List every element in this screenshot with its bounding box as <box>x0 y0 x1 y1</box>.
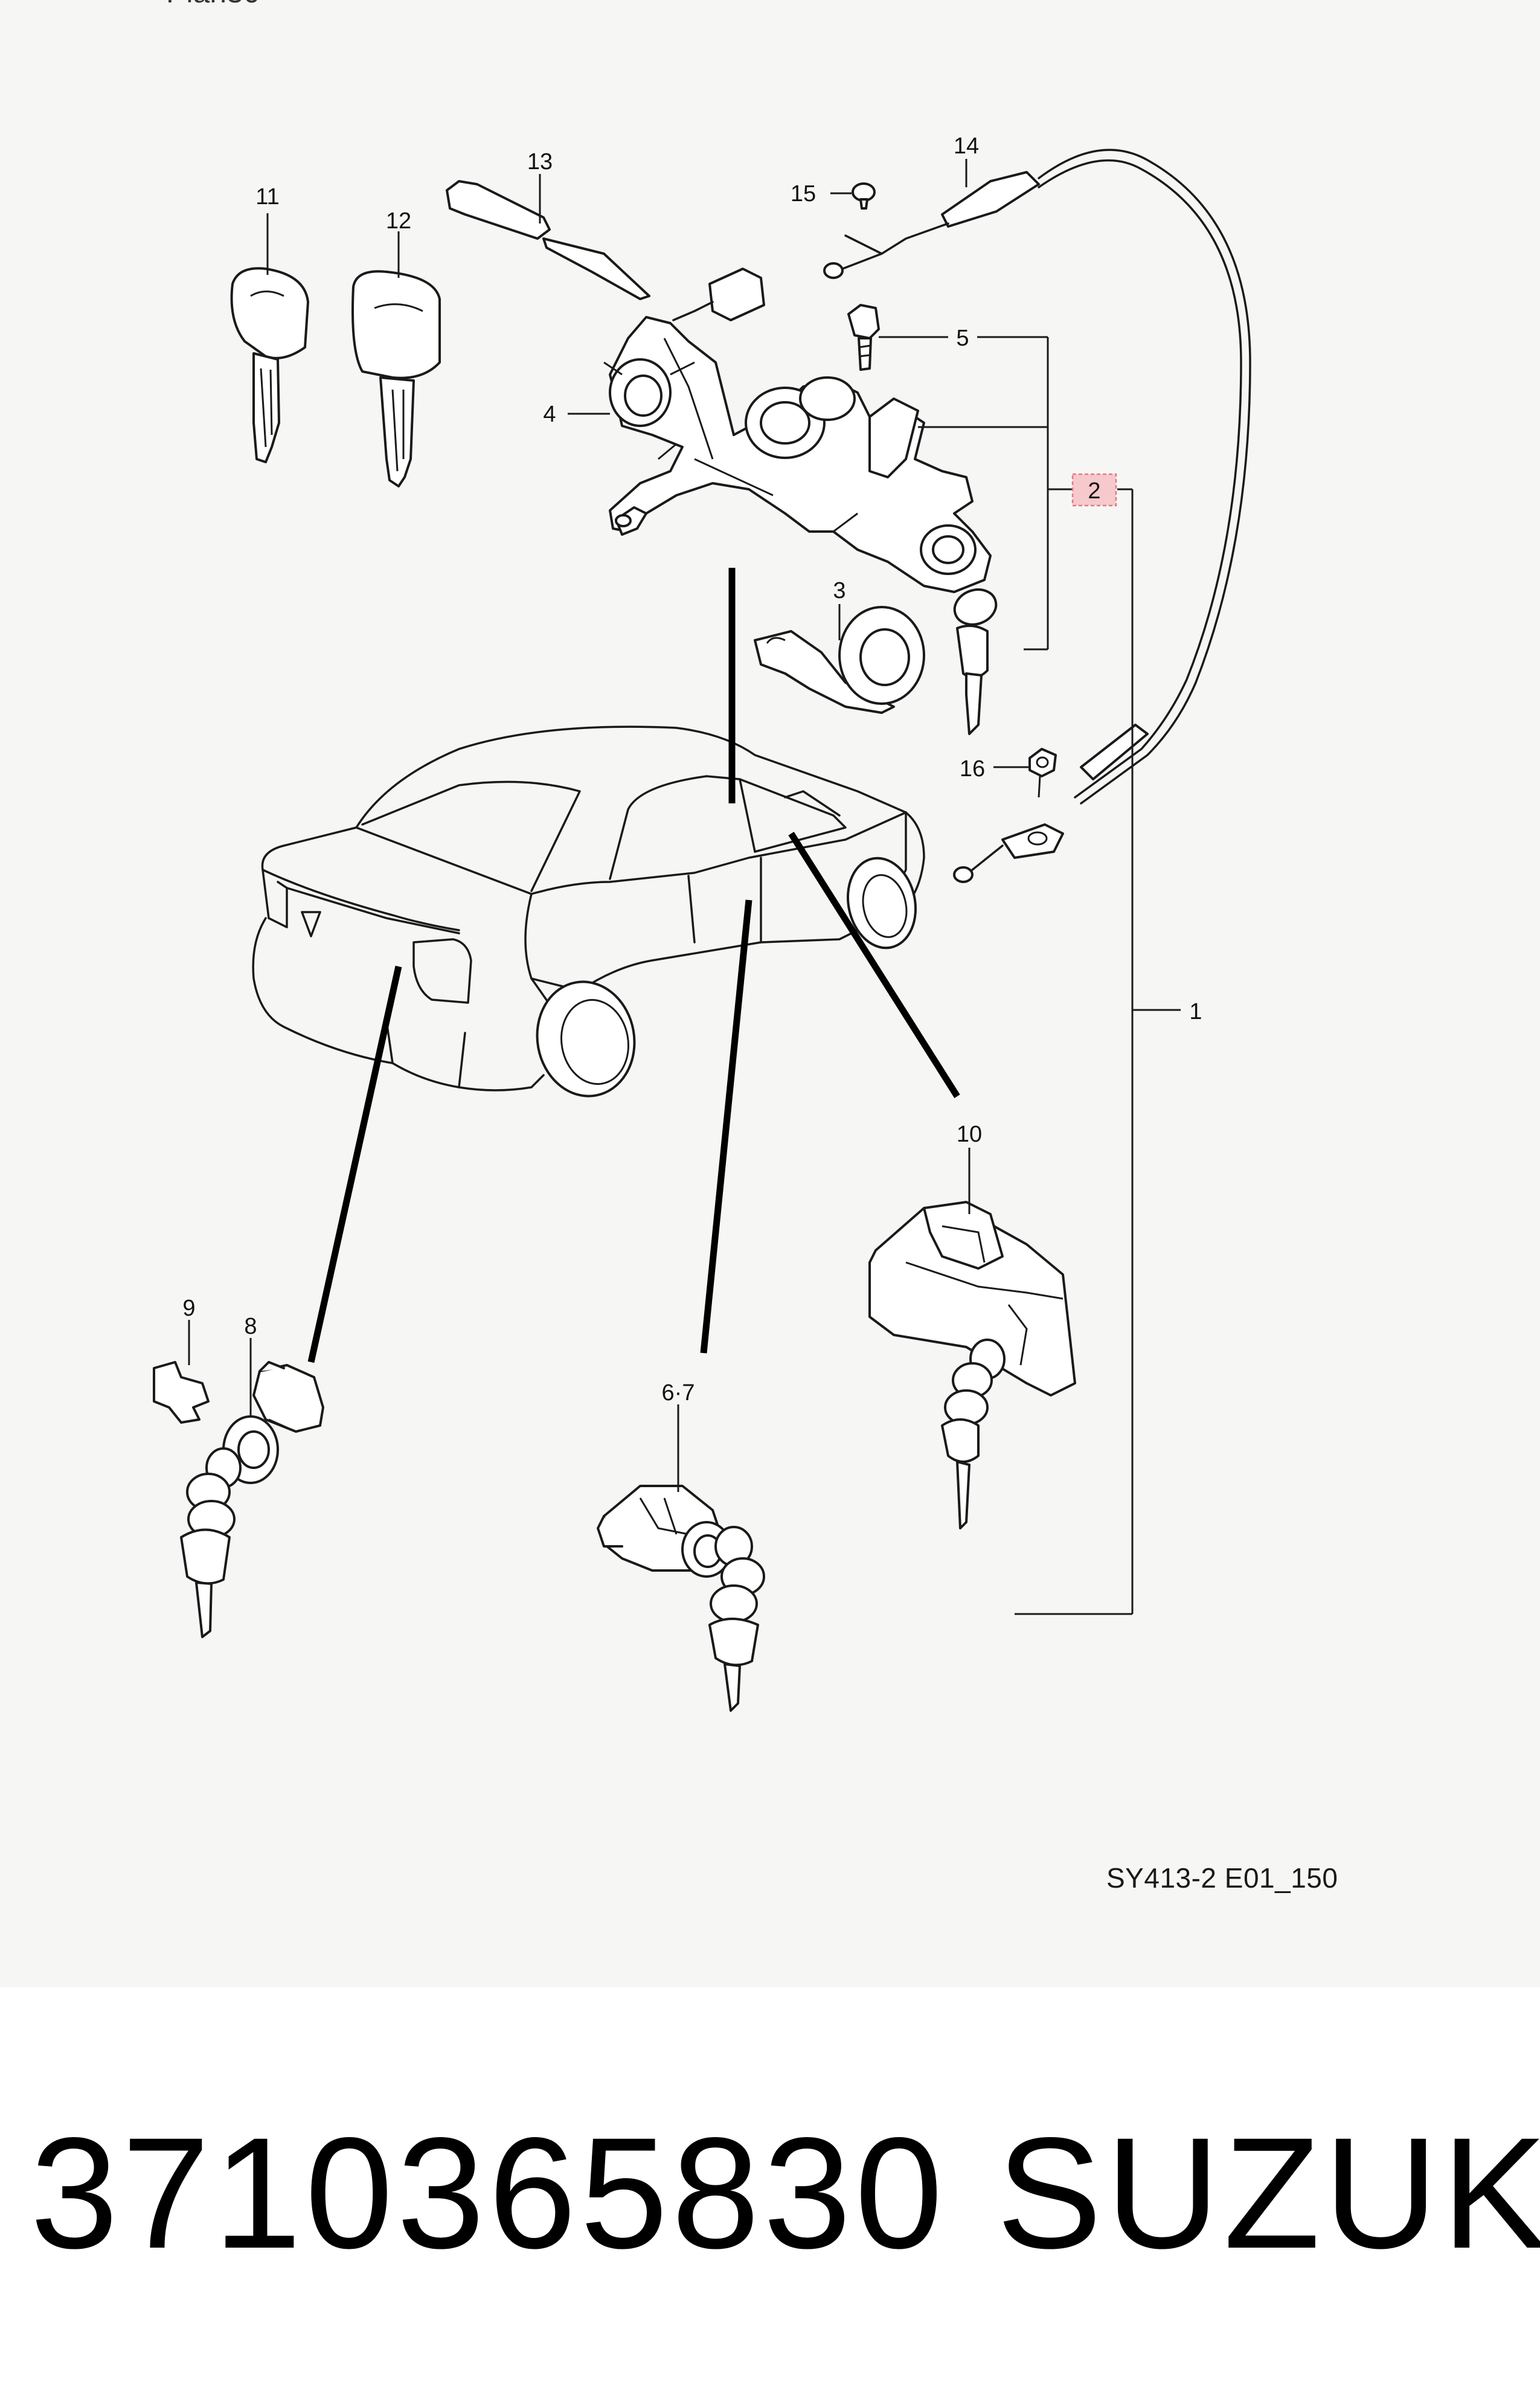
callout-11: 11 <box>255 184 279 210</box>
door-lock-cylinder-6-7[interactable] <box>597 1485 765 1712</box>
wire-connector <box>672 268 765 321</box>
leader-lines <box>188 159 1181 1615</box>
callout-9: 9 <box>182 1296 195 1321</box>
callout-4: 4 <box>543 402 556 427</box>
sedan-car-outline <box>252 725 925 1098</box>
nut-16[interactable] <box>1028 748 1057 798</box>
shear-bolt-5[interactable] <box>847 304 880 371</box>
harness-clip-13[interactable] <box>446 180 650 300</box>
callout-1: 1 <box>1189 999 1202 1024</box>
callout-13: 13 <box>527 149 553 175</box>
retainer-clip-9[interactable] <box>153 1361 210 1424</box>
trunk-lock-cylinder-8[interactable] <box>180 1361 324 1638</box>
part-banner <box>0 1987 1540 2392</box>
part-number: 3710365830 <box>30 2104 947 2281</box>
location-pointers <box>307 568 960 1363</box>
diagram-drawing: 11 12 13 14 15 5 4 2 3 16 1 10 9 8 6·7 <box>153 133 1251 1712</box>
callout-6-7: 6·7 <box>662 1380 695 1406</box>
cropped-header-text: Plan30 <box>166 0 260 10</box>
ignition-switch-4[interactable] <box>603 358 695 427</box>
glove-box-lock-10[interactable] <box>868 1201 1076 1529</box>
diagram-reference-code: SY413-2 E01_150 <box>1106 1862 1338 1894</box>
steering-lock-assembly-2[interactable] <box>609 316 1001 735</box>
callout-8: 8 <box>244 1314 257 1339</box>
immobilizer-coil-3[interactable] <box>754 606 925 714</box>
callout-2: 2 <box>1088 478 1100 504</box>
callout-5: 5 <box>956 326 969 351</box>
interlock-cable-14[interactable] <box>823 149 1251 883</box>
exploded-parts-diagram: Plan30 <box>153 0 1338 1894</box>
callout-3: 3 <box>833 578 845 603</box>
callout-10: 10 <box>957 1122 982 1147</box>
blank-key-12[interactable] <box>351 270 441 487</box>
callout-2-highlight[interactable] <box>1071 473 1117 507</box>
callout-14: 14 <box>954 133 979 159</box>
callout-12: 12 <box>386 208 411 234</box>
blank-key-11[interactable] <box>230 267 309 463</box>
callout-16: 16 <box>960 756 985 782</box>
screw-15[interactable] <box>852 182 876 210</box>
callout-15: 15 <box>791 181 816 207</box>
callout-labels: 11 12 13 14 15 5 4 2 3 16 1 10 9 8 6·7 <box>182 133 1202 1406</box>
brand-name: SUZUKI <box>996 2104 1540 2281</box>
